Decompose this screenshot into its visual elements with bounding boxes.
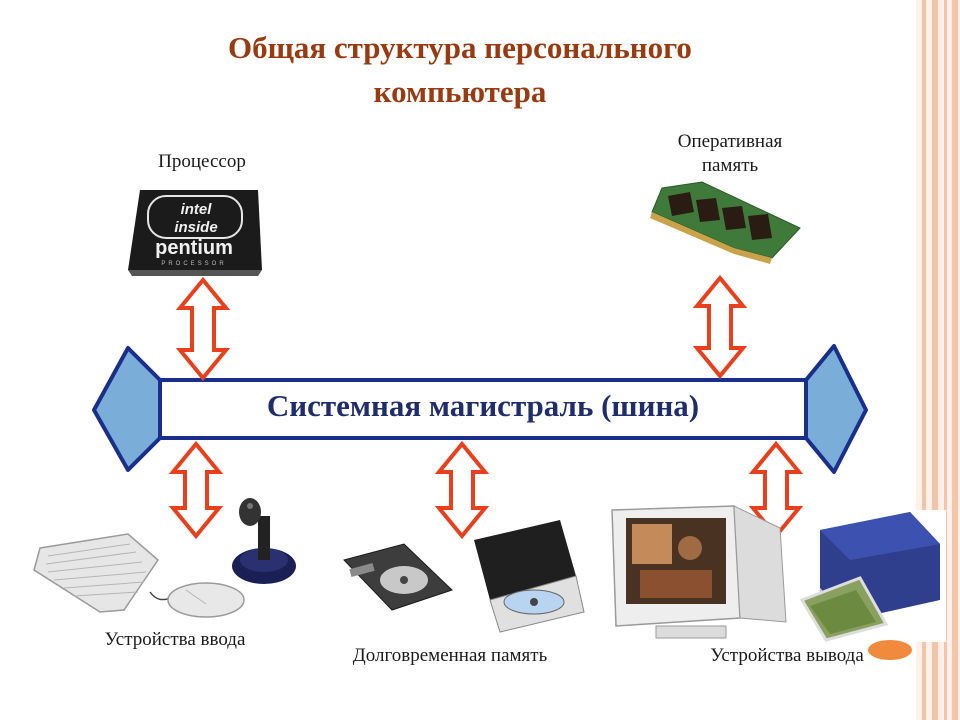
arrow-ram-bus [692, 274, 748, 380]
label-input-devices: Устройства ввода [104, 629, 246, 650]
chip-model: pentium [155, 237, 233, 259]
chip-brand-line1: intel [181, 201, 213, 218]
monitor-image [611, 505, 787, 639]
cd-drive-image [474, 520, 585, 633]
printer-image [799, 510, 946, 660]
mouse-image [149, 582, 245, 618]
ram-module-image [650, 181, 801, 264]
page-title: Общая структура персонального компьютера [228, 30, 692, 109]
arrow-bus-input [168, 440, 224, 540]
label-storage: Долговременная память [352, 645, 548, 666]
hard-disk-image [343, 543, 453, 611]
system-bus-label: Системная магистраль (шина) [266, 388, 700, 423]
arrow-bus-storage [434, 440, 490, 540]
arrow-processor-bus [175, 276, 231, 382]
keyboard-image [33, 533, 159, 613]
chip-sub: PROCESSOR [161, 261, 226, 267]
joystick-image [232, 498, 296, 584]
label-processor: Процессор [158, 151, 246, 172]
system-bus [92, 344, 868, 474]
chip-brand-line2: inside [174, 219, 217, 236]
label-ram: Оперативная память [677, 131, 783, 176]
label-output-devices: Устройства вывода [710, 645, 864, 666]
processor-chip-image: intel inside pentium PROCESSOR [128, 190, 262, 276]
